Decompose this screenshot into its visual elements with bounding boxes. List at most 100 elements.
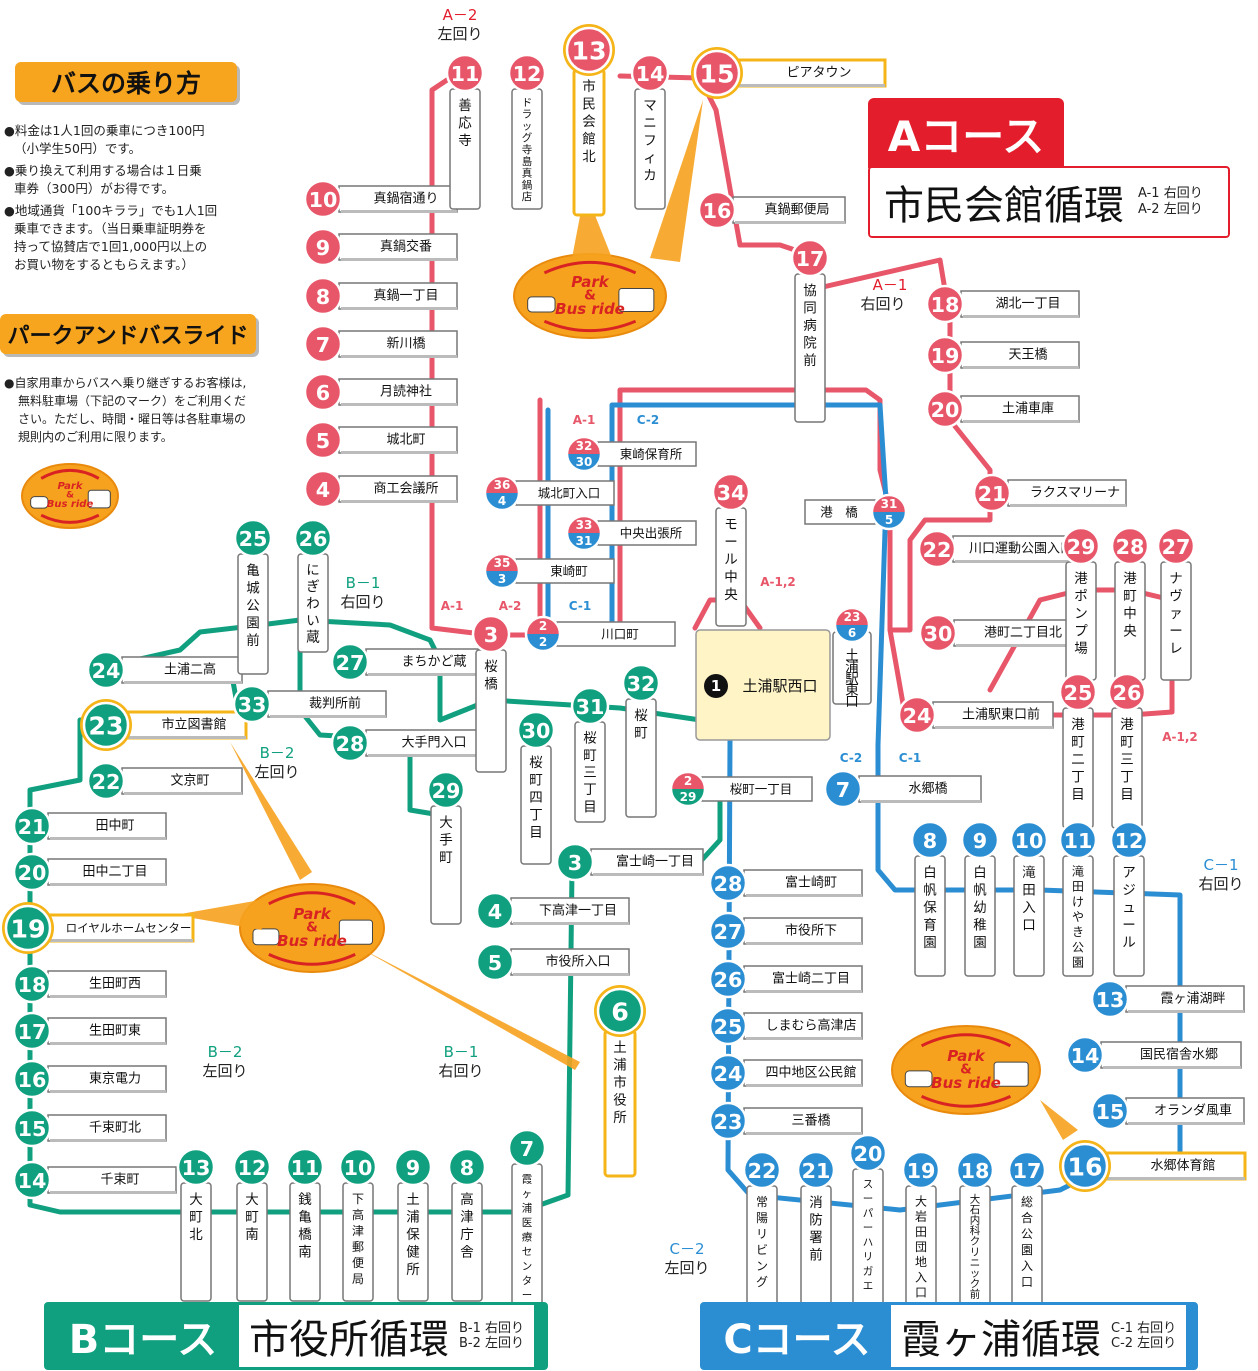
stop-label-box bbox=[590, 848, 704, 876]
park-callout bbox=[175, 900, 262, 930]
stop-number-circle bbox=[338, 1147, 378, 1187]
dir-code: C－1 bbox=[1203, 856, 1239, 874]
stop-name-char: モ bbox=[724, 517, 738, 533]
stop-upper-half bbox=[485, 554, 519, 571]
stop-number: 9 bbox=[316, 236, 330, 260]
stop-number-circle bbox=[711, 472, 751, 512]
stop-lower-half bbox=[526, 634, 560, 651]
park-bus-ride: Bus ride bbox=[277, 932, 347, 950]
stop-name-char: 前 bbox=[809, 1246, 823, 1263]
stop-name-char: 大 bbox=[189, 1192, 203, 1208]
dir-code: A－1 bbox=[872, 276, 908, 294]
park-amp: & bbox=[306, 919, 318, 935]
dir-text: 右回り bbox=[1198, 875, 1244, 893]
stop-name-char: 陽 bbox=[756, 1211, 768, 1225]
stop-number: 34 bbox=[717, 481, 746, 505]
stop-name-char: 浦 bbox=[522, 1201, 533, 1214]
stop-name-char: 入 bbox=[1021, 1259, 1033, 1273]
stop-name-char: 町 bbox=[439, 850, 453, 866]
howto-line: ●地域通貨「100キララ」でも1人1回 bbox=[4, 203, 218, 218]
route-line-b bbox=[97, 617, 703, 723]
stop-name-char: 石 bbox=[970, 1204, 981, 1216]
stop-name-char: 亀 bbox=[298, 1209, 312, 1225]
stop-label-shadow bbox=[341, 355, 457, 358]
stop-name-char: 田 bbox=[915, 1225, 927, 1239]
stop-name: 文京町 bbox=[170, 774, 209, 789]
park-and-ride-icon: Park&Bus ride bbox=[891, 1025, 1041, 1115]
direction-tag: C-1 bbox=[899, 751, 921, 765]
stop-name: 国民宿舎水郷 bbox=[1140, 1047, 1218, 1063]
stop-number-bottom: 2 bbox=[539, 635, 547, 649]
stop-number: 28 bbox=[336, 732, 365, 756]
stop-name-char: 保 bbox=[923, 900, 937, 916]
stop-number-circle bbox=[303, 372, 343, 412]
stop-number-circle bbox=[1007, 1150, 1047, 1190]
dir-code: B－1 bbox=[345, 574, 381, 592]
stop-number: 5 bbox=[316, 429, 330, 453]
stop-number-circle bbox=[955, 1150, 995, 1190]
stop-number-circle bbox=[901, 1150, 941, 1190]
stop-name-char: 田 bbox=[1022, 882, 1036, 898]
stop-number-circle bbox=[925, 389, 965, 429]
howto-line: 持って協賛店で1回1,000円以上の bbox=[14, 239, 208, 254]
course-a-dirs: A-1 右回り A-2 左回り bbox=[1124, 186, 1203, 218]
course-b-dir-2: B-2 左回り bbox=[459, 1336, 525, 1351]
stop-name-char: ィ bbox=[643, 150, 657, 166]
stop-name-char: ラ bbox=[522, 109, 533, 121]
stop-number: 8 bbox=[923, 829, 937, 853]
bus-icon bbox=[618, 287, 655, 313]
stop-label-box bbox=[1100, 1041, 1242, 1069]
stop-lower-half bbox=[835, 625, 869, 642]
stop-name-char: ン bbox=[1074, 606, 1088, 622]
stop-number-circle bbox=[621, 663, 661, 703]
direction-tag: A-1,2 bbox=[1162, 730, 1198, 744]
stop-name: 桜町一丁目 bbox=[730, 782, 793, 797]
stop-number: 28 bbox=[1116, 535, 1145, 559]
stop-label-shadow bbox=[50, 1191, 176, 1194]
stop-name-char: 応 bbox=[458, 115, 472, 131]
howto-line: 乗車できます。（当日乗車証明券を bbox=[14, 221, 207, 236]
stop-name-char: 大 bbox=[245, 1192, 259, 1208]
direction-tag: A-1 bbox=[441, 599, 464, 613]
park-ellipse bbox=[239, 883, 385, 973]
stop-number-circle bbox=[910, 820, 950, 860]
stop-name-char: 地 bbox=[915, 1255, 927, 1269]
stop-outline bbox=[524, 615, 562, 653]
stop-name: 裁判所前 bbox=[309, 696, 361, 712]
stop-name-char: 入 bbox=[915, 1270, 927, 1284]
stop-number: 29 bbox=[1067, 535, 1096, 559]
stop-lower-half bbox=[485, 493, 519, 510]
stop-label-box bbox=[47, 1017, 167, 1045]
stop-name-char: 所 bbox=[406, 1262, 420, 1278]
stop-name-char: 真 bbox=[522, 167, 533, 180]
stop-number-top: 2 bbox=[539, 619, 547, 633]
stop-label-box bbox=[121, 656, 243, 684]
stop-upper-half bbox=[567, 437, 601, 454]
stop-number: 11 bbox=[451, 62, 480, 86]
stop-number-circle bbox=[918, 613, 958, 653]
stop-a-3: 桜橋3 bbox=[471, 614, 511, 773]
stop-name-char: 町 bbox=[1123, 588, 1137, 604]
stop-number-circle bbox=[12, 806, 52, 846]
stop-number: 26 bbox=[714, 968, 743, 992]
stop-name-char: ス bbox=[863, 1178, 874, 1190]
stop-name: 富士崎町 bbox=[785, 875, 837, 891]
stop-label-shadow bbox=[124, 681, 242, 684]
